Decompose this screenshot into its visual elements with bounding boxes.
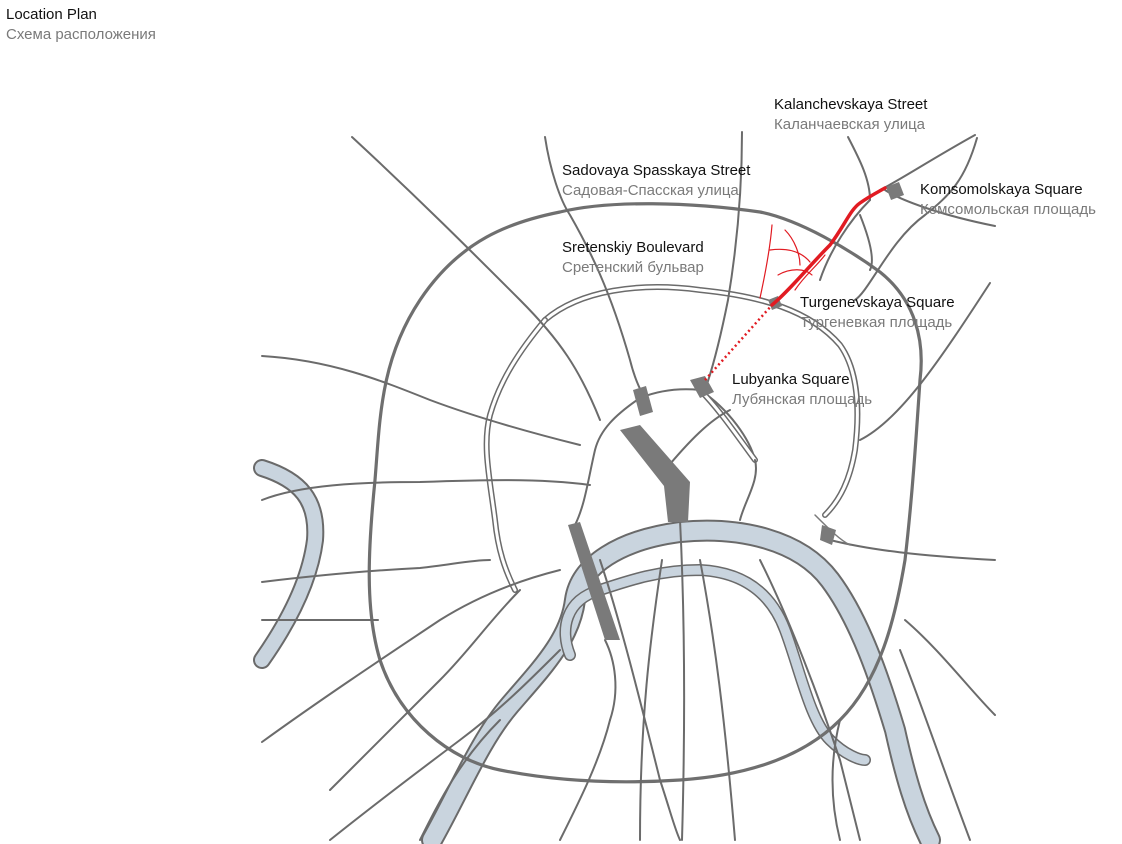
label-sadovaya-en: Sadovaya Spasskaya Street — [562, 162, 751, 179]
river — [253, 459, 941, 844]
label-komsomolskaya-en: Komsomolskaya Square — [920, 181, 1083, 198]
radial-roads — [261, 131, 996, 841]
label-kalanchevskaya: Kalanchevskaya Street Каланчаевская улиц… — [774, 95, 927, 135]
label-lubyanka-en: Lubyanka Square — [732, 371, 850, 388]
label-turgenevskaya-ru: Тургеневкая площадь — [800, 314, 953, 331]
label-turgenevskaya: Turgenevskaya Square Тургеневкая площадь — [800, 293, 955, 333]
boulevard-ring — [483, 284, 861, 593]
center-bands — [568, 425, 690, 640]
label-kalanchevskaya-en: Kalanchevskaya Street — [774, 96, 928, 113]
label-lubyanka: Lubyanka Square Лубянская площадь — [732, 370, 872, 410]
lubyanka-square-shape — [690, 376, 714, 398]
label-turgenevskaya-en: Turgenevskaya Square — [800, 294, 955, 311]
sretenka-square-shape — [633, 386, 653, 416]
label-sretenskiy-en: Sretenskiy Boulevard — [562, 239, 704, 256]
page-title: Location Plan Схема расположения — [6, 5, 156, 45]
label-sretenskiy-ru: Сретенский бульвар — [562, 259, 704, 276]
label-komsomolskaya-ru: Комсомольская площадь — [920, 201, 1096, 218]
riverside-square-shape — [820, 525, 836, 545]
title-en: Location Plan — [6, 6, 97, 23]
komsomolskaya-square-shape — [886, 182, 904, 200]
squares — [633, 182, 904, 545]
label-komsomolskaya: Komsomolskaya Square Комсомольская площа… — [920, 180, 1096, 220]
label-sadovaya-ru: Садовая-Спасская улица — [562, 182, 739, 199]
label-kalanchevskaya-ru: Каланчаевская улица — [774, 116, 926, 133]
title-ru: Схема расположения — [6, 26, 156, 43]
label-sretenskiy: Sretenskiy Boulevard Сретенский бульвар — [562, 238, 704, 278]
project-route — [704, 186, 887, 381]
label-sadovaya: Sadovaya Spasskaya Street Садовая-Спасск… — [562, 161, 750, 201]
label-lubyanka-ru: Лубянская площадь — [732, 391, 873, 408]
